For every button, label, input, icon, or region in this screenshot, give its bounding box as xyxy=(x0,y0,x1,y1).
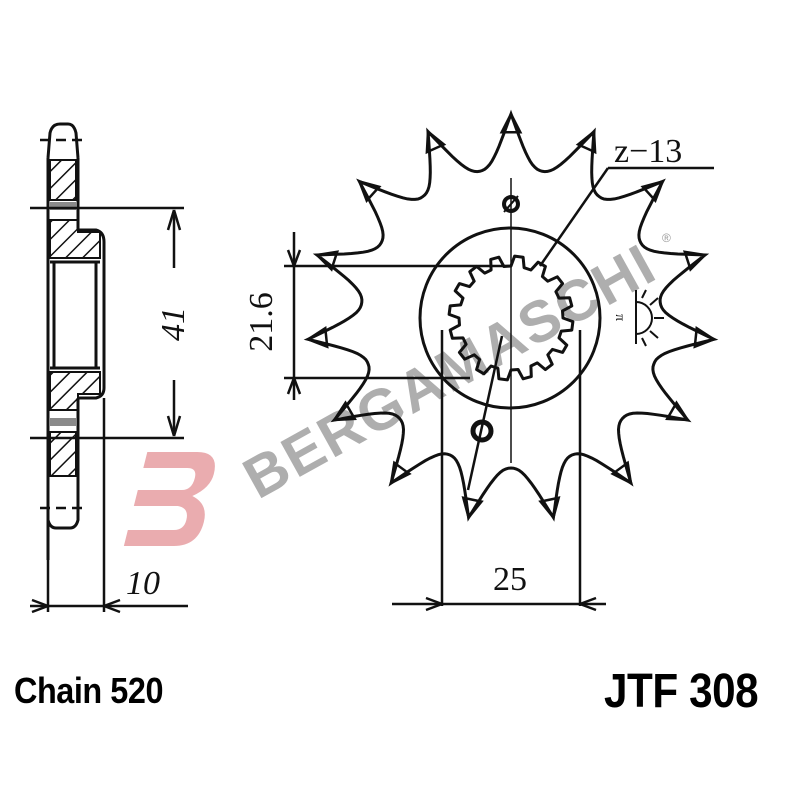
dimension-10-label: 10 xyxy=(126,565,160,602)
chain-size-label: Chain 520 xyxy=(14,670,164,711)
side-view xyxy=(40,122,106,612)
tooth-count-leader xyxy=(466,166,714,491)
dimension-41-label: 41 xyxy=(155,307,192,341)
side-view-hatching xyxy=(49,159,101,477)
sprocket-front-view xyxy=(303,109,719,522)
registered-mark: ® xyxy=(662,231,671,245)
bore-circle xyxy=(418,226,602,410)
spline-profile xyxy=(447,254,575,382)
dimension-21-6 xyxy=(284,232,512,400)
dimension-21-6-label: 21.6 xyxy=(243,292,280,352)
bergamaschi-logo xyxy=(123,452,215,546)
pi-symbol: π xyxy=(612,314,627,321)
watermark-text: BERGAMASCHI xyxy=(233,231,667,511)
dimension-25-label: 25 xyxy=(493,561,527,598)
sun-symbol-icon xyxy=(635,289,664,347)
dimension-41 xyxy=(30,206,184,440)
part-number-label: JTF 308 xyxy=(604,665,759,718)
dimension-10 xyxy=(30,598,188,614)
bergamaschi-watermark: BERGAMASCHI xyxy=(233,231,667,511)
dimension-25 xyxy=(392,330,606,612)
mounting-hole-top xyxy=(502,195,520,213)
tooth-count-label: z−13 xyxy=(614,133,682,170)
